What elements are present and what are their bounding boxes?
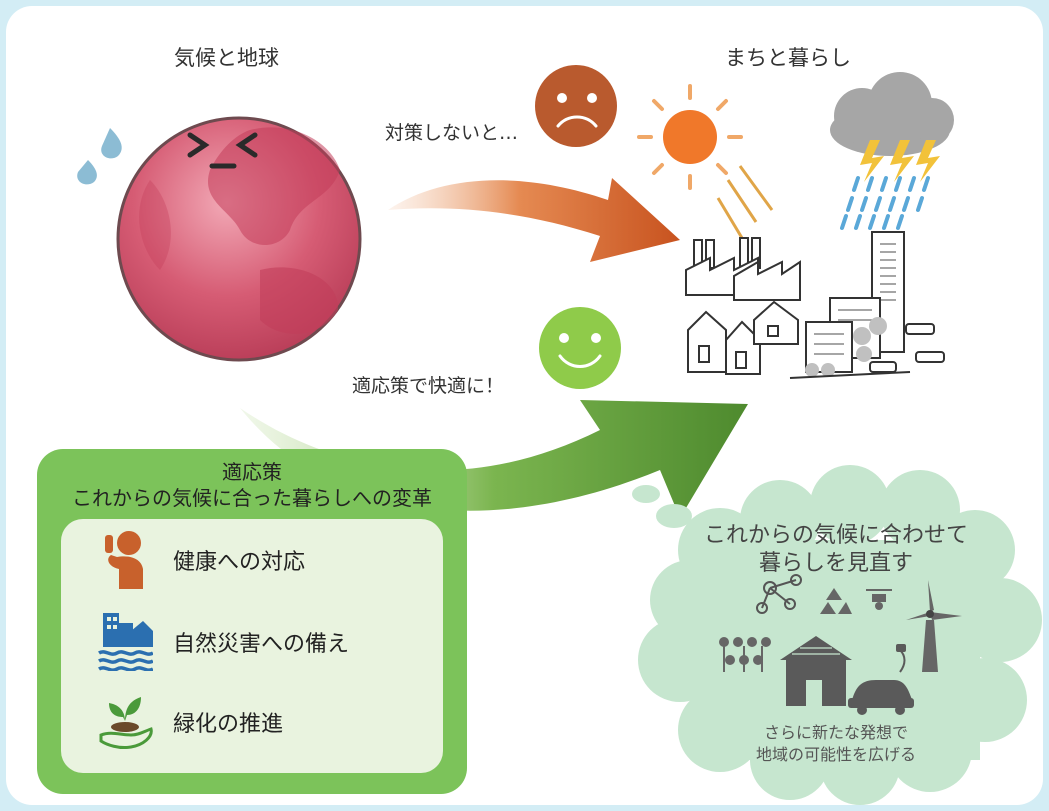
heading-town-life: まちと暮らし: [725, 46, 851, 70]
measure-label: 健康への対応: [173, 550, 306, 575]
sweat-drops-icon: [77, 128, 122, 185]
recycle-icon: [820, 588, 852, 614]
no-action-arrow: [388, 178, 680, 262]
network-icon: [756, 574, 802, 614]
measure-item-disaster: 自然災害への備え: [61, 611, 443, 671]
sprout-hand-icon: [99, 697, 153, 749]
health-person-icon: [105, 531, 143, 589]
adaptation-path-label: 適応策で快適に！: [352, 375, 505, 397]
adaptation-title-line1: 適応策: [222, 460, 282, 484]
solar-house-icon: [780, 636, 852, 706]
wind-turbine-icon: [906, 580, 962, 672]
cloud-subtitle: さらに新たな発想で 地域の可能性を広げる: [696, 722, 976, 766]
adaptation-title-line2: これからの気候に合った暮らしへの変革: [72, 486, 432, 510]
no-action-label: 対策しないと…: [385, 122, 519, 144]
crops-icon: [719, 637, 771, 672]
sun-icon: [637, 84, 774, 239]
storm-cloud-icon: [830, 72, 954, 230]
adaptation-box: 適応策 これからの気候に合った暮らしへの変革 健康への対応: [37, 449, 467, 794]
heading-climate-earth: 気候と地球: [174, 46, 279, 70]
cloud-sub-line2: 地域の可能性を広げる: [755, 745, 916, 764]
measure-item-greening: 緑化の推進: [61, 691, 443, 751]
measure-label: 自然災害への備え: [173, 632, 350, 657]
cloud-title-line1: これからの気候に合わせて: [703, 523, 968, 548]
measure-item-health: 健康への対応: [61, 529, 443, 589]
drone-icon: [866, 589, 892, 610]
earth-icon: [116, 116, 362, 362]
cloud-title-line2: 暮らしを見直す: [758, 551, 913, 576]
measure-label: 緑化の推進: [173, 712, 284, 737]
flood-buildings-icon: [98, 613, 153, 671]
town-illustration: [685, 231, 945, 379]
electric-car-icon: [848, 644, 914, 715]
cloud-title: これからの気候に合わせて 暮らしを見直す: [676, 522, 996, 578]
cloud-sub-line1: さらに新たな発想で: [763, 723, 908, 742]
adaptation-measures-list: 健康への対応 自然災害への備え: [61, 519, 443, 773]
sad-face-icon: [535, 65, 617, 147]
happy-face-icon: [539, 307, 621, 389]
adaptation-title: 適応策 これからの気候に合った暮らしへの変革: [37, 459, 467, 511]
